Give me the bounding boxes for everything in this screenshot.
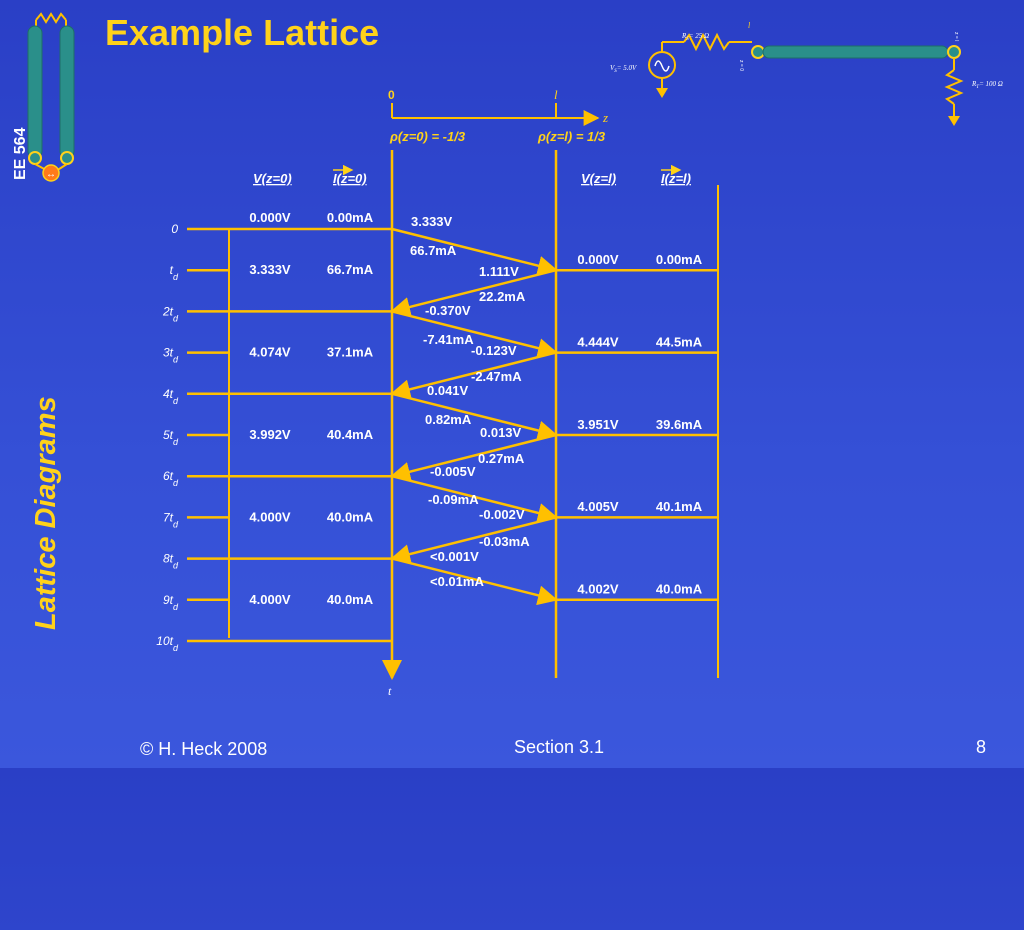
load-current: 0.00mA — [656, 252, 703, 267]
header-v-source: V(z=0) — [253, 171, 292, 186]
rho-load: ρ(z=l) = 1/3 — [537, 129, 606, 144]
svg-text:VS= 5.0V: VS= 5.0V — [610, 64, 637, 74]
wave-voltage: 1.111V — [479, 264, 519, 279]
time-label: 4td — [163, 387, 179, 406]
source-current: 37.1mA — [327, 345, 374, 360]
rho-source: ρ(z=0) = -1/3 — [389, 129, 466, 144]
ground-icon — [948, 116, 960, 126]
wave-current: 0.82mA — [425, 412, 472, 427]
svg-text:l: l — [748, 21, 751, 30]
wave-current: -7.41mA — [423, 332, 474, 347]
bounce-wave-line — [391, 227, 558, 276]
z-axis-length: l — [554, 87, 558, 102]
svg-text:z = l: z = l — [953, 32, 959, 41]
source-voltage: 3.992V — [249, 427, 291, 442]
footer-section: Section 3.1 — [514, 737, 605, 757]
resistor-rs-icon — [683, 32, 730, 52]
load-voltage: 4.002V — [577, 582, 619, 597]
source-current: 40.0mA — [327, 509, 374, 524]
source-voltage: 4.000V — [249, 509, 291, 524]
source-voltage: 4.074V — [249, 345, 291, 360]
footer-copyright: © H. Heck 2008 — [140, 739, 268, 759]
source-voltage: 4.000V — [249, 592, 291, 607]
time-label: 0 — [171, 222, 178, 236]
time-label: 5td — [163, 428, 179, 447]
resistor-rt-icon — [944, 69, 964, 105]
circuit-diagram: RS= 25 Ω VS= 5.0V RT= 100 Ω l z = 0 z = … — [610, 21, 1003, 126]
footer-page-number: 8 — [976, 737, 987, 757]
z-axis-label: z — [602, 110, 608, 125]
wave-voltage: 0.041V — [427, 383, 469, 398]
source-current: 40.4mA — [327, 427, 374, 442]
time-label: 7td — [163, 510, 179, 529]
wave-voltage: 3.333V — [411, 214, 453, 229]
time-label: 9td — [163, 593, 179, 612]
time-label: td — [170, 263, 179, 282]
wave-current: <0.01mA — [430, 574, 484, 589]
wave-voltage: <0.001V — [430, 549, 479, 564]
source-current: 0.00mA — [327, 210, 374, 225]
source-current: 66.7mA — [327, 262, 374, 277]
time-label: 10td — [156, 634, 179, 653]
lattice-diagram: 0 l z ρ(z=0) = -1/3 ρ(z=l) = 1/3 V(z=0) … — [156, 87, 719, 698]
load-current: 44.5mA — [656, 334, 703, 349]
header-i-load: I(z=l) — [661, 171, 691, 186]
source-voltage: 3.333V — [249, 262, 291, 277]
time-label: 2td — [162, 304, 179, 323]
load-voltage: 4.005V — [577, 499, 619, 514]
bounce-wave-line — [390, 351, 557, 400]
load-current: 40.1mA — [656, 499, 703, 514]
page-title: Example Lattice — [105, 12, 380, 53]
wave-voltage: -0.123V — [471, 343, 517, 358]
load-voltage: 3.951V — [577, 417, 619, 432]
bounce-wave-line — [390, 268, 557, 317]
time-label: 3td — [163, 346, 179, 365]
wave-current: -0.03mA — [479, 534, 530, 549]
bounce-wave-line — [390, 516, 557, 564]
time-label: 6td — [163, 469, 179, 488]
svg-text:RT= 100 Ω: RT= 100 Ω — [971, 80, 1003, 90]
header-i-source: I(z=0) — [333, 171, 367, 186]
wave-voltage: -0.005V — [430, 464, 476, 479]
wave-current: -2.47mA — [471, 369, 522, 384]
tline-logo-icon: ↔ — [27, 12, 75, 182]
z-axis-origin: 0 — [388, 88, 395, 102]
svg-text:RS= 25 Ω: RS= 25 Ω — [681, 32, 709, 42]
time-label: 8td — [163, 552, 179, 571]
svg-text:z = 0: z = 0 — [738, 60, 744, 71]
bounce-wave-line — [390, 433, 557, 482]
wave-current: -0.09mA — [428, 492, 479, 507]
svg-text:↔: ↔ — [46, 169, 56, 180]
wave-current: 22.2mA — [479, 289, 526, 304]
source-voltage: 0.000V — [249, 210, 291, 225]
bounce-wave-line — [391, 392, 558, 441]
wave-current: 0.27mA — [478, 451, 525, 466]
bounce-wave-line — [391, 310, 558, 358]
load-voltage: 4.444V — [577, 334, 619, 349]
wave-voltage: -0.002V — [479, 507, 525, 522]
load-current: 39.6mA — [656, 417, 703, 432]
wave-current: 66.7mA — [410, 243, 457, 258]
header-v-load: V(z=l) — [581, 171, 616, 186]
time-axis-label: t — [388, 684, 392, 698]
bounce-wave-line — [391, 474, 558, 523]
wave-voltage: -0.370V — [425, 303, 471, 318]
source-current: 40.0mA — [327, 592, 374, 607]
load-voltage: 0.000V — [577, 252, 619, 267]
load-current: 40.0mA — [656, 582, 703, 597]
ground-icon — [656, 88, 668, 98]
bounce-wave-line — [391, 557, 558, 606]
wave-voltage: 0.013V — [480, 425, 522, 440]
